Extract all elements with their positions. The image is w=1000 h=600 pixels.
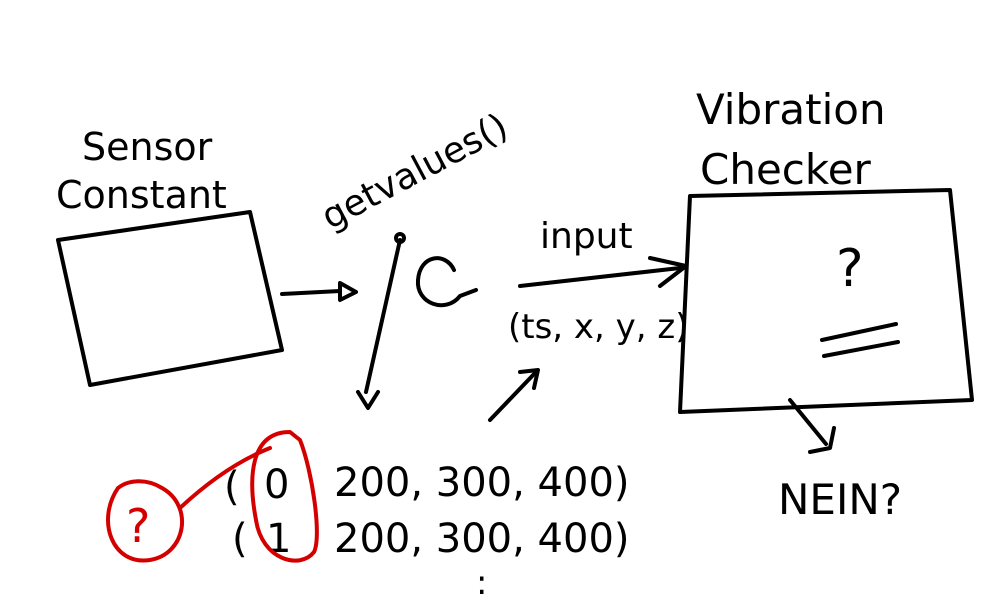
sensor-title-line1: Sensor bbox=[82, 125, 213, 169]
data-to-tuple-arrow bbox=[488, 370, 538, 422]
data-rows: ( 0 200, 300, 400) ( 1 200, 300, 400) : bbox=[224, 460, 630, 600]
red-annotation: ? bbox=[106, 430, 319, 563]
annotation-circle bbox=[106, 479, 185, 563]
data-ellipsis: : bbox=[476, 563, 487, 600]
annotation-connector bbox=[178, 446, 272, 510]
checker-title-line1: Vibration bbox=[696, 85, 886, 134]
loop-icon bbox=[415, 256, 478, 308]
arrowhead bbox=[338, 281, 358, 302]
vibration-checker-node: Vibration Checker ? bbox=[678, 85, 974, 414]
equals-line-bottom bbox=[822, 340, 900, 358]
input-tuple: (ts, x, y, z) bbox=[508, 307, 689, 347]
data-to-tuple-arrowhead bbox=[518, 368, 540, 390]
result-arrow bbox=[788, 398, 828, 446]
result-label: NEIN? bbox=[778, 475, 902, 524]
data-row-open-0: ( bbox=[224, 464, 240, 510]
data-row-id-0: 0 bbox=[264, 462, 289, 508]
sensor-title-line2: Constant bbox=[56, 173, 227, 217]
data-row-values-0: 200, 300, 400) bbox=[334, 460, 630, 506]
data-row-open-1: ( bbox=[232, 516, 248, 562]
id-column-highlight bbox=[250, 430, 319, 563]
method-dot bbox=[394, 232, 406, 244]
checker-box bbox=[678, 188, 974, 414]
checker-title-line2: Checker bbox=[700, 145, 872, 194]
method-stem bbox=[364, 238, 402, 394]
method-label: getvalues() bbox=[315, 106, 515, 238]
annotation-question: ? bbox=[126, 499, 150, 553]
input-arrow bbox=[518, 266, 682, 288]
equals-line-top bbox=[820, 322, 898, 342]
result-arrowhead bbox=[808, 426, 836, 454]
data-row-values-1: 200, 300, 400) bbox=[334, 516, 630, 562]
method-label-group: getvalues() bbox=[315, 106, 515, 238]
checker-question: ? bbox=[836, 239, 864, 299]
sensor-constant-node: Sensor Constant bbox=[56, 125, 284, 387]
sensor-box bbox=[56, 210, 284, 387]
sensor-to-method-arrow bbox=[280, 289, 342, 296]
stem-arrowhead bbox=[356, 390, 380, 410]
input-label: input bbox=[540, 216, 633, 257]
